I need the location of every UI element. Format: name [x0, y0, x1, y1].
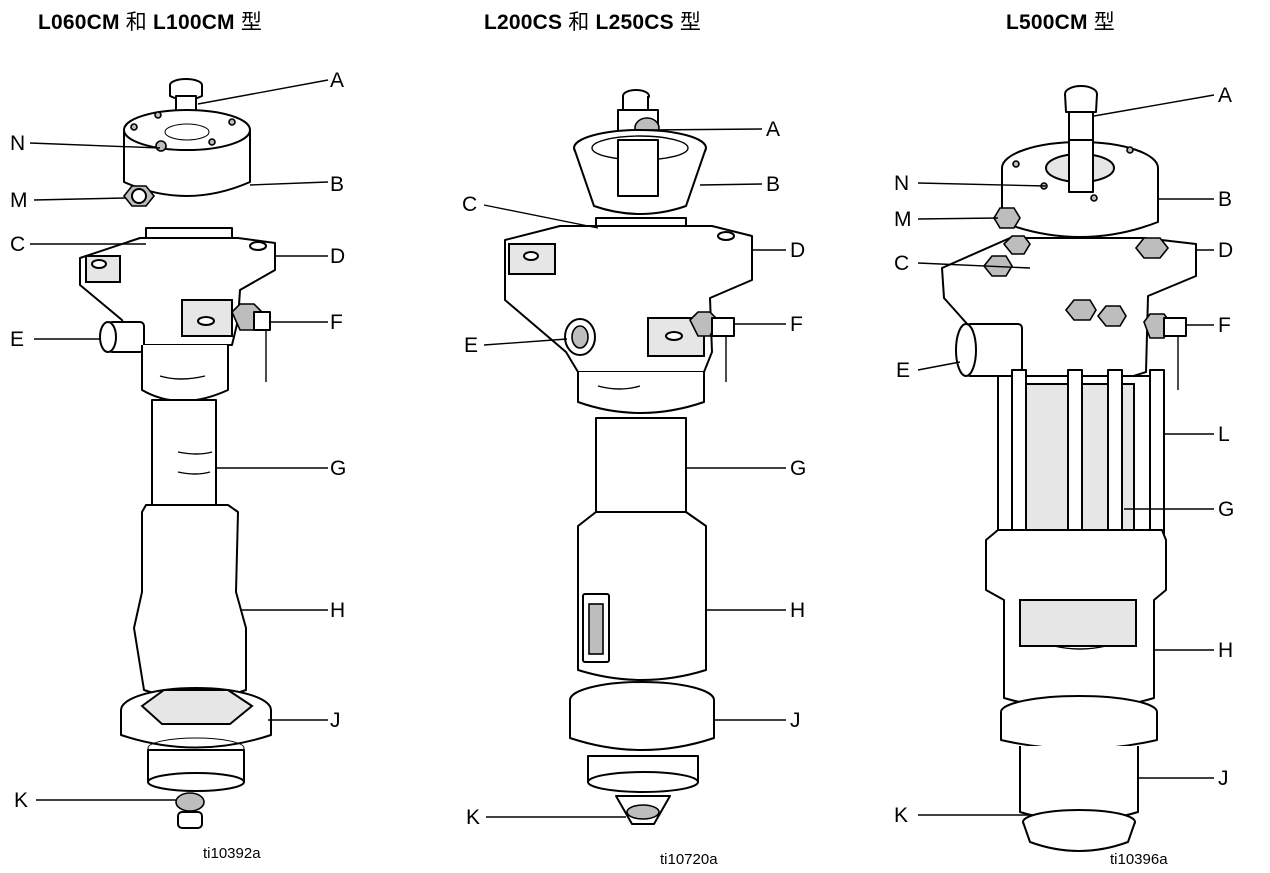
callout-label: H	[330, 599, 346, 622]
callout-label: N	[894, 172, 910, 195]
callout-label: J	[1218, 767, 1229, 790]
callout-label: A	[766, 118, 781, 141]
title-suffix: 型	[679, 10, 702, 34]
figure-id-middle: ti10720a	[660, 851, 718, 868]
callout-label: H	[790, 599, 806, 622]
callout-label: A	[330, 69, 345, 92]
figure-id-right: ti10396a	[1110, 851, 1168, 868]
pump-middle-illustration	[483, 89, 786, 825]
callout-label: B	[330, 173, 345, 196]
title-suffix: 型	[240, 10, 263, 34]
title-connector: 和	[125, 10, 147, 34]
model-name: L060CM	[38, 11, 120, 34]
callout-label: G	[330, 457, 347, 480]
callout-label: D	[790, 239, 806, 262]
callout-label: J	[330, 709, 341, 732]
title-connector: 和	[568, 10, 590, 34]
callout-label: G	[1218, 498, 1235, 521]
callout-label: F	[1218, 314, 1231, 337]
callout-label: H	[1218, 639, 1234, 662]
callout-label: D	[330, 245, 346, 268]
model-name: L100CM	[153, 11, 235, 34]
callout-label: A	[1218, 84, 1233, 107]
callout-label: M	[894, 208, 912, 231]
model-name: L250CS	[595, 11, 674, 34]
title-right: L500CM 型	[1006, 6, 1115, 36]
callout-label: C	[462, 193, 478, 216]
callout-label: B	[766, 173, 781, 196]
title-left: L060CM 和 L100CM 型	[38, 6, 262, 36]
callout-label: M	[10, 189, 28, 212]
title-suffix: 型	[1093, 10, 1115, 34]
callout-label: E	[896, 359, 911, 382]
figure-id-left: ti10392a	[203, 845, 261, 862]
callout-label: K	[466, 806, 481, 829]
callout-label: E	[10, 328, 25, 351]
title-middle: L200CS 和 L250CS 型	[484, 6, 701, 36]
callout-label: C	[894, 252, 910, 275]
callout-label: K	[894, 804, 909, 827]
callout-label: N	[10, 132, 26, 155]
model-name: L500CM	[1006, 11, 1088, 34]
callout-label: B	[1218, 188, 1233, 211]
callout-label: D	[1218, 239, 1234, 262]
pump-left-illustration	[29, 78, 329, 829]
callout-label: F	[790, 313, 803, 336]
callout-label: L	[1218, 423, 1230, 446]
callout-label: G	[790, 457, 807, 480]
callout-label: E	[464, 334, 479, 357]
callout-label: C	[10, 233, 26, 256]
model-name: L200CS	[484, 11, 563, 34]
callout-label: K	[14, 789, 29, 812]
pump-right-illustration	[917, 85, 1215, 852]
callout-label: J	[790, 709, 801, 732]
callout-label: F	[330, 311, 343, 334]
